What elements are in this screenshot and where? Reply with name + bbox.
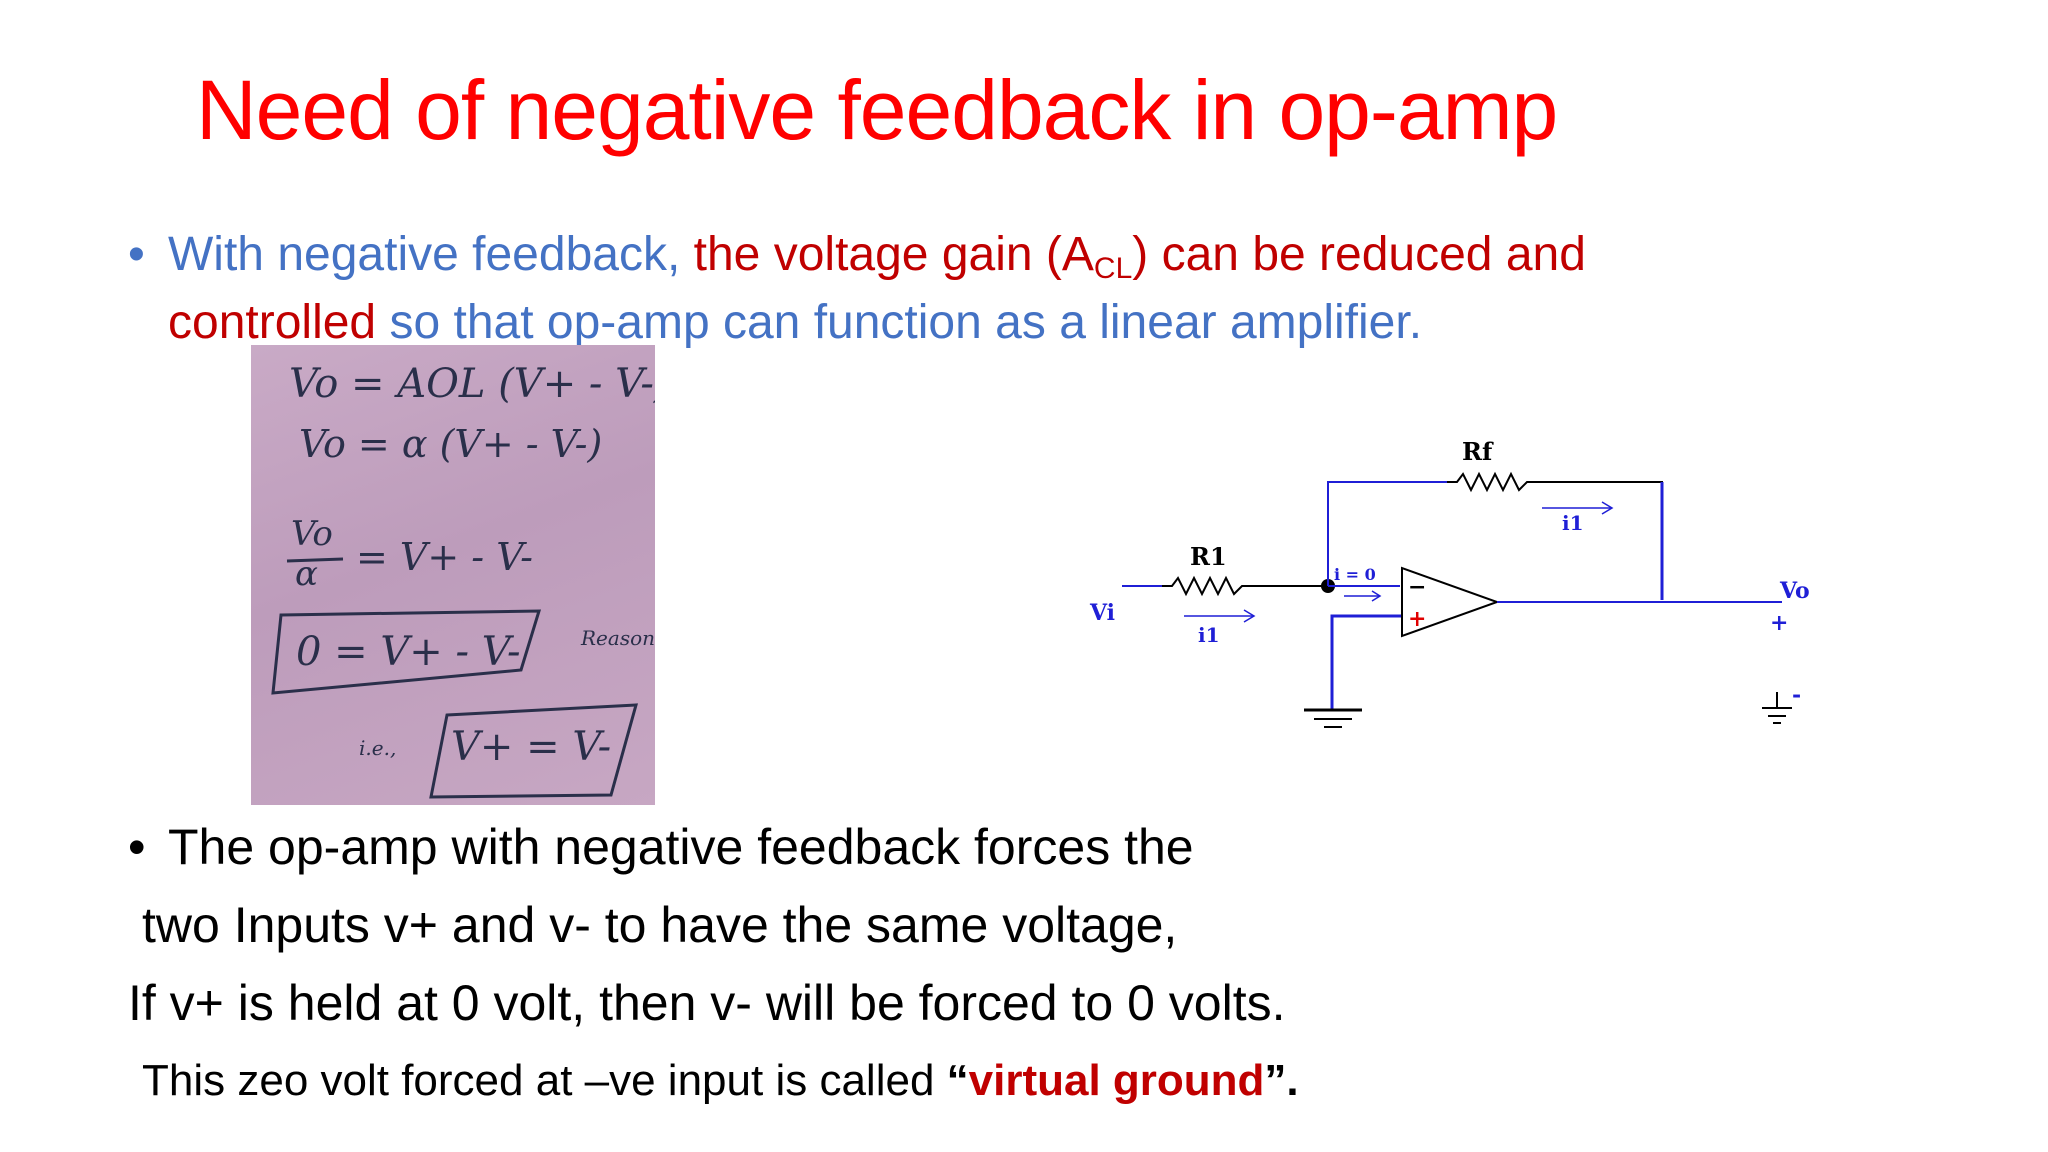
hw-line3-den: α [295, 554, 318, 594]
label-r1: R1 [1190, 542, 1227, 571]
hw-line3-num: Vo [291, 514, 333, 554]
label-vi: Vi [1089, 600, 1115, 626]
label-rf: Rf [1462, 437, 1494, 466]
label-i1-bottom: i1 [1198, 623, 1220, 647]
opamp-minus: − [1408, 574, 1426, 600]
label-i1-top: i1 [1562, 511, 1584, 535]
inverting-amplifier-diagram: Rf R1 i1 i1 i = 0 Vi Vo + - − + [1062, 420, 1862, 742]
label-out-plus: + [1770, 610, 1788, 636]
label-vo: Vo [1779, 578, 1810, 604]
hw-line2: Vo = α (V+ - V-) [299, 422, 602, 466]
opamp-plus: + [1408, 606, 1426, 632]
slide-title: Need of negative feedback in op-amp [196, 63, 1558, 157]
bullet-2-line1: The op-amp with negative feedback forces… [168, 819, 1194, 875]
bullet-2-line3: If v+ is held at 0 volt, then v- will be… [128, 975, 1286, 1031]
bullet-1-part3: ) can be reduced and [1132, 228, 1586, 281]
sentence-prefix: This zeo volt forced at –ve input is cal… [142, 1056, 947, 1105]
hw-line4: 0 = V+ - V- [296, 629, 520, 675]
rf-resistor [1447, 471, 1663, 600]
bullet-1-part4: controlled [168, 296, 377, 349]
bullet-marker: • [128, 228, 145, 281]
bullet-1-part2: the voltage gain (A [693, 228, 1094, 281]
box-equation [271, 609, 542, 695]
noninverting-wire [1330, 614, 1402, 710]
hw-line5-prefix: i.e., [359, 736, 396, 760]
bullet-2-line2: two Inputs v+ and v- to have the same vo… [142, 897, 1178, 953]
gain-subscript: CL [1093, 252, 1133, 285]
r1-resistor [1162, 575, 1328, 597]
bullet-2-line1-row: • The op-amp with negative feedback force… [128, 808, 1286, 886]
hw-note: Reason [580, 626, 655, 650]
bullet-1: • With negative feedback, the voltage ga… [128, 228, 1728, 350]
handwritten-notes: Vo = AOL (V+ - V-) Vo = α (V+ - V-) Vo α… [271, 361, 655, 799]
bullet-marker: • [128, 819, 146, 875]
hw-line1: Vo = AOL (V+ - V-) [289, 361, 655, 407]
opamp-triangle [1401, 566, 1500, 638]
label-out-minus: - [1792, 682, 1801, 708]
handwritten-notes-photo: Vo = AOL (V+ - V-) Vo = α (V+ - V-) Vo α… [251, 345, 655, 805]
close-quote: ”. [1264, 1056, 1299, 1105]
bullet-1-part1: With negative feedback, [168, 228, 694, 281]
hw-line3-rhs: = V+ - V- [356, 535, 533, 579]
bullet-2: • The op-amp with negative feedback force… [128, 808, 1286, 1042]
open-quote: “ [946, 1056, 969, 1105]
circuit-svg: Rf R1 i1 i1 i = 0 Vi Vo + - − + [1062, 420, 1862, 742]
virtual-ground-term: virtual ground [968, 1056, 1265, 1105]
box-result [429, 703, 639, 799]
bullet-1-part5: so that op-amp can function as a linear … [376, 296, 1423, 349]
hw-line5: V+ = V- [451, 724, 611, 770]
label-i0: i = 0 [1334, 565, 1376, 584]
bullet-1-text: With negative feedback, the voltage gain… [168, 228, 1728, 350]
virtual-ground-sentence: This zeo volt forced at –ve input is cal… [142, 1056, 1299, 1106]
feedback-wire-left [1327, 481, 1447, 586]
fraction-bar [286, 557, 344, 563]
